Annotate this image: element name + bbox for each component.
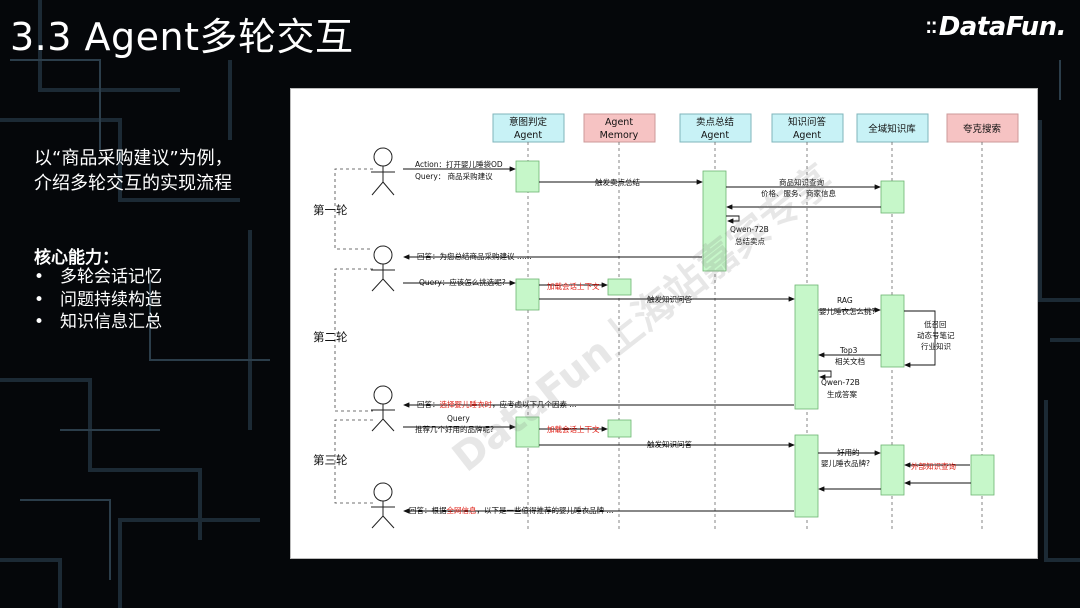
datafun-logo: ⁚⁚ DataFun. xyxy=(925,12,1067,42)
participant-label: 全域知识库 xyxy=(868,123,916,135)
label-trigger-qa-2: 触发知识问答 xyxy=(647,439,692,449)
label-rag-2: 婴儿睡衣怎么挑? xyxy=(819,306,875,316)
participant-label: Memory xyxy=(600,130,639,141)
bullet: • xyxy=(34,312,45,332)
intro-line-1: 以“商品采购建议”为例， xyxy=(34,148,233,169)
label-query-3b: 推荐几个好用的品牌呢? xyxy=(415,424,494,434)
label-good-1: 好用的 xyxy=(837,447,860,457)
participant-label: 夸克搜索 xyxy=(963,123,1001,135)
participant-selling-agent xyxy=(679,113,752,143)
core-item: • 知识信息汇总 xyxy=(34,311,162,334)
round-label-2: 第二轮 xyxy=(313,330,348,344)
participant-label: 意图判定 xyxy=(509,116,548,128)
bullet: • xyxy=(34,267,45,287)
round-label-3: 第三轮 xyxy=(313,453,348,467)
label-query-1: Query： 商品采购建议 xyxy=(415,171,493,181)
participant-label: Agent xyxy=(701,130,729,141)
label-qwen-2b: 生成答案 xyxy=(827,389,857,399)
user-actors xyxy=(371,147,395,529)
label-kb-query-2: 价格、服务、商家信息 xyxy=(761,188,836,198)
slide-title: 3.3 Agent多轮交互 xyxy=(10,15,354,59)
label-good-2: 婴儿睡衣品牌? xyxy=(821,458,870,468)
label-recall-3: 行业知识 xyxy=(921,341,951,351)
user-actor-icon xyxy=(371,147,395,196)
label-query-3a: Query xyxy=(447,414,470,423)
core-item: • 问题持续构造 xyxy=(34,289,162,312)
participant-intent-agent xyxy=(492,113,565,143)
participant-label: Agent xyxy=(605,117,633,128)
label-qwen-1a: Qwen-72B xyxy=(730,225,769,234)
label-top3-2: 相关文档 xyxy=(835,356,865,366)
label-reply-3: 回答：根据全网信息，以下是一些值得推荐的婴儿睡衣品牌 ... xyxy=(409,505,614,515)
participant-label: 卖点总结 xyxy=(696,116,734,128)
label-query-2: Query：应该怎么挑选呢? xyxy=(419,277,506,287)
round-brackets xyxy=(334,168,373,504)
intro-text: 以“商品采购建议”为例， 介绍多轮交互的实现流程 xyxy=(34,146,284,196)
participant-label: Agent xyxy=(793,130,821,141)
logo-dots-icon: ⁚⁚ xyxy=(925,17,938,37)
label-recall-1: 低召回 xyxy=(924,319,947,329)
label-reply-1: 回答：为您总结商品采购建议 …… xyxy=(417,251,532,261)
label-load-context-1: 加载会话上下文 xyxy=(547,281,600,291)
label-reply-2: 回答：选择婴儿睡衣时，应考虑以下几个因素 ... xyxy=(417,399,577,409)
label-action: Action：打开婴儿睡袋OD xyxy=(415,159,503,169)
intro-line-2: 介绍多轮交互的实现流程 xyxy=(34,173,232,194)
participant-label: 知识问答 xyxy=(788,116,827,128)
user-actor-icon xyxy=(371,245,395,292)
logo-text: DataFun. xyxy=(938,12,1067,42)
bullet: • xyxy=(34,289,45,310)
user-actor-icon xyxy=(371,385,395,432)
round-label-1: 第一轮 xyxy=(313,203,348,217)
watermark-text: DataFun上海站嘉宾专享 xyxy=(444,156,842,481)
core-ability-list: • 多轮会话记忆 • 问题持续构造 • 知识信息汇总 xyxy=(34,266,162,334)
core-item: • 多轮会话记忆 xyxy=(34,266,162,289)
label-qwen-1b: 总结卖点 xyxy=(735,236,765,246)
core-item-text: 问题持续构造 xyxy=(60,289,162,310)
core-item-text: 知识信息汇总 xyxy=(60,312,162,332)
sequence-diagram: 意图判定 Agent Agent Memory 卖点总结 Agent 知识问答 … xyxy=(313,113,1019,531)
activation-bars xyxy=(515,160,995,518)
participant-label: Agent xyxy=(514,130,542,141)
label-external-search: 外部知识查询 xyxy=(911,461,956,471)
label-load-context-2: 加载会话上下文 xyxy=(547,424,600,434)
participant-boxes xyxy=(492,113,1019,143)
participant-qa-agent xyxy=(771,113,844,143)
label-top3-1: Top3 xyxy=(839,346,858,355)
message-arrows xyxy=(403,166,971,514)
participant-agent-memory xyxy=(583,113,656,143)
label-kb-query-1: 商品知识查询 xyxy=(779,177,824,187)
core-item-text: 多轮会话记忆 xyxy=(60,267,162,287)
user-actor-icon xyxy=(371,482,395,529)
sequence-diagram-panel: 意图判定 Agent Agent Memory 卖点总结 Agent 知识问答 … xyxy=(290,88,1038,559)
label-recall-2: 动态号笔记 xyxy=(917,330,955,340)
label-trigger-qa-1: 触发知识问答 xyxy=(647,294,692,304)
label-rag-1: RAG xyxy=(837,296,853,305)
participant-knowledge-base xyxy=(856,113,929,143)
label-qwen-2a: Qwen-72B xyxy=(821,378,860,387)
participant-quark-search xyxy=(946,113,1019,143)
core-ability-title: 核心能力： xyxy=(34,248,119,268)
label-send-summary: 触发卖点总结 xyxy=(595,177,640,187)
